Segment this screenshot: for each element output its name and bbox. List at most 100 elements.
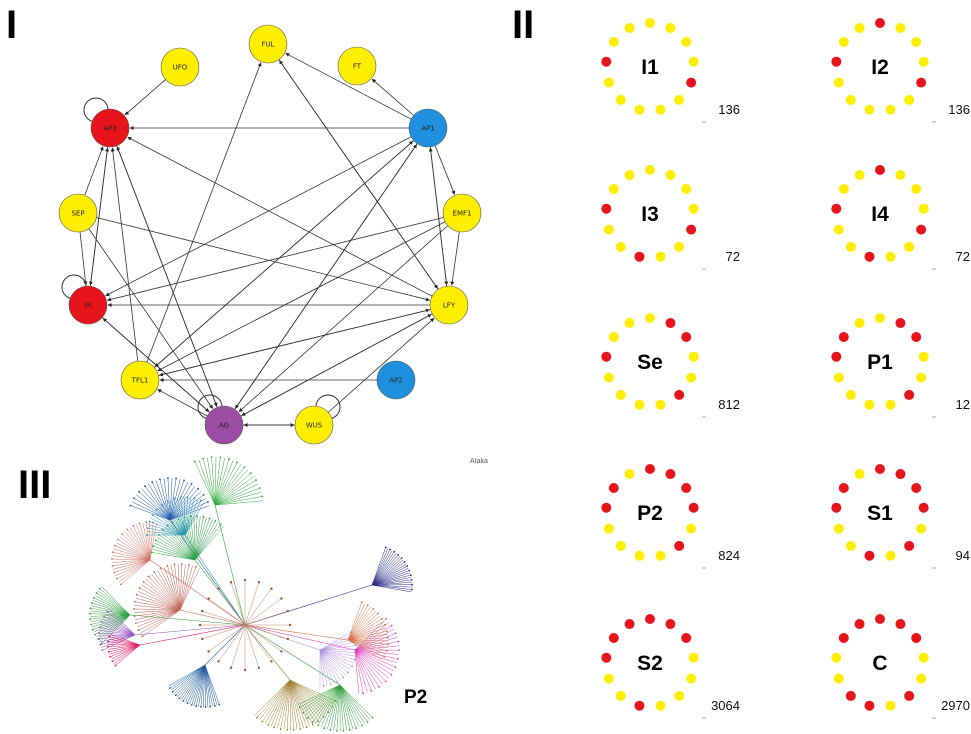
tree-leaf-state	[142, 580, 145, 583]
tree-trunk-branch	[214, 504, 246, 626]
edge-ufo-ap3	[124, 79, 166, 116]
tree-leaf-branch	[138, 491, 171, 521]
attractor-name: C	[872, 652, 887, 675]
tree-leaf-branch	[354, 649, 360, 694]
tree-leaf-branch	[371, 548, 389, 586]
tree-leaf-branch	[347, 602, 362, 641]
tree-leaf-state	[386, 630, 388, 632]
attractor-gene-dot	[833, 673, 844, 684]
attractor-gene-dot	[645, 464, 655, 474]
tree-leaf-branch	[319, 649, 353, 667]
tree-leaf-branch	[115, 559, 151, 576]
tree-leaf-branch	[204, 664, 213, 707]
tree-leaf-branch	[330, 684, 341, 731]
tree-leaf-branch	[214, 479, 257, 506]
tree-leaf-branch	[264, 679, 291, 724]
tree-leaf-state	[195, 566, 197, 568]
tree-leaf-branch	[177, 664, 206, 697]
tree-root-state	[280, 650, 283, 653]
tree-leaf-branch	[99, 634, 136, 637]
tree-leaf-branch	[129, 527, 151, 561]
attractor-gene-dot	[854, 619, 865, 630]
tree-leaf-state	[390, 673, 393, 676]
tree-leaf-branch	[169, 664, 206, 689]
tree-leaf-branch	[191, 664, 206, 705]
attractor-gene-dot	[665, 170, 676, 181]
tree-leaf-branch	[371, 582, 412, 586]
tree-leaf-branch	[319, 649, 341, 680]
tree-leaf-branch	[167, 565, 181, 611]
tree-leaf-branch	[214, 496, 263, 506]
tree-leaf-branch	[187, 516, 196, 561]
tree-leaf-state	[218, 703, 221, 706]
tree-leaf-branch	[150, 518, 186, 536]
tree-leaf-state	[354, 644, 357, 647]
tree-leaf-state	[91, 628, 94, 631]
tree-leaf-branch	[112, 551, 151, 561]
attractor-gene-dot	[864, 700, 875, 711]
tree-leaf-branch	[179, 565, 193, 611]
tree-leaf-branch	[198, 664, 206, 707]
tree-leaf-branch	[347, 639, 388, 642]
tree-leaf-state	[353, 658, 356, 661]
tree-leaf-branch	[371, 572, 411, 586]
attractor-gene-dot	[916, 523, 927, 534]
attractor-gene-dot	[688, 351, 699, 362]
tree-leaf-branch	[169, 491, 202, 521]
attractor-gene-dot	[916, 224, 927, 235]
tree-leaf-state	[370, 689, 373, 692]
tree-leaf-branch	[194, 517, 207, 561]
tree-leaf-branch	[137, 590, 181, 611]
edge-ap1-ag	[234, 143, 418, 409]
tree-trunk-branch	[204, 624, 246, 666]
tree-leaf-state	[273, 726, 276, 729]
tree-leaf-branch	[196, 664, 206, 707]
tree-leaf-state	[385, 649, 388, 652]
tree-leaf-branch	[214, 457, 221, 506]
attractor-gene-dot	[645, 165, 655, 175]
tree-leaf-state	[335, 729, 338, 732]
tree-root-state	[217, 660, 220, 663]
tree-leaf-branch	[289, 679, 301, 729]
tree-leaf-state	[329, 729, 332, 731]
attractor-gene-dot	[895, 318, 906, 329]
tree-leaf-state	[152, 521, 155, 524]
attractor-gene-dot	[681, 184, 692, 195]
attractor-gene-dot	[904, 389, 915, 400]
tree-leaf-branch	[323, 684, 341, 729]
tree-leaf-branch	[112, 555, 151, 561]
attractor-basin-size: 824	[718, 548, 740, 563]
tree-root-spoke	[244, 588, 272, 626]
tree-leaf-branch	[204, 664, 218, 706]
attractor-gene-dot	[645, 614, 655, 624]
tree-leaf-state	[171, 521, 174, 523]
tree-leaf-branch	[148, 483, 171, 521]
tree-leaf-branch	[124, 531, 151, 561]
tree-leaf-branch	[354, 649, 372, 691]
tree-leaf-branch	[163, 478, 171, 521]
tree-leaf-branch	[158, 534, 196, 561]
attractor-gene-dot	[608, 37, 619, 48]
tree-leaf-state	[292, 728, 295, 731]
tree-leaf-state	[342, 676, 345, 679]
tree-leaf-state	[195, 705, 198, 707]
tree-leaf-branch	[214, 472, 252, 506]
panel-label-attractors: II	[512, 3, 535, 47]
attractor-gene-dot	[608, 332, 619, 343]
attractor-gene-dot	[601, 351, 612, 362]
tree-leaf-branch	[319, 649, 324, 686]
tree-leaf-state	[389, 548, 392, 551]
tree-leaf-state	[355, 727, 358, 729]
tree-leaf-branch	[193, 664, 206, 706]
tree-trunk-branch	[149, 559, 246, 626]
tree-leaf-branch	[108, 644, 141, 647]
attractor-gene-dot	[645, 313, 655, 323]
tree-leaf-branch	[319, 634, 353, 651]
attractor-gene-dot	[875, 614, 885, 624]
node-ap3	[90, 108, 130, 148]
tree-leaf-state	[219, 523, 222, 526]
tree-basin-fan	[107, 633, 141, 667]
attractor-gene-dot	[895, 170, 906, 181]
node-lfy	[429, 285, 469, 325]
